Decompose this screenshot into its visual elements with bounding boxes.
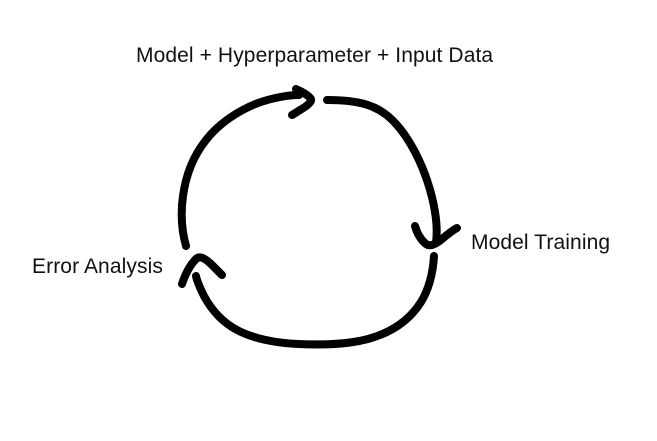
arc-training-to-error: [192, 252, 438, 349]
node-label-model-training: Model Training: [471, 231, 611, 254]
arrowhead-to-error: [178, 253, 226, 288]
node-label-input-data: Model + Hyperparameter + Input Data: [136, 44, 494, 67]
arc-error-to-input: [177, 91, 303, 250]
node-label-error-analysis: Error Analysis: [32, 255, 163, 278]
arrowhead-to-training: [411, 222, 461, 250]
arc-input-to-training: [323, 96, 441, 247]
arrowhead-to-input: [288, 85, 316, 119]
